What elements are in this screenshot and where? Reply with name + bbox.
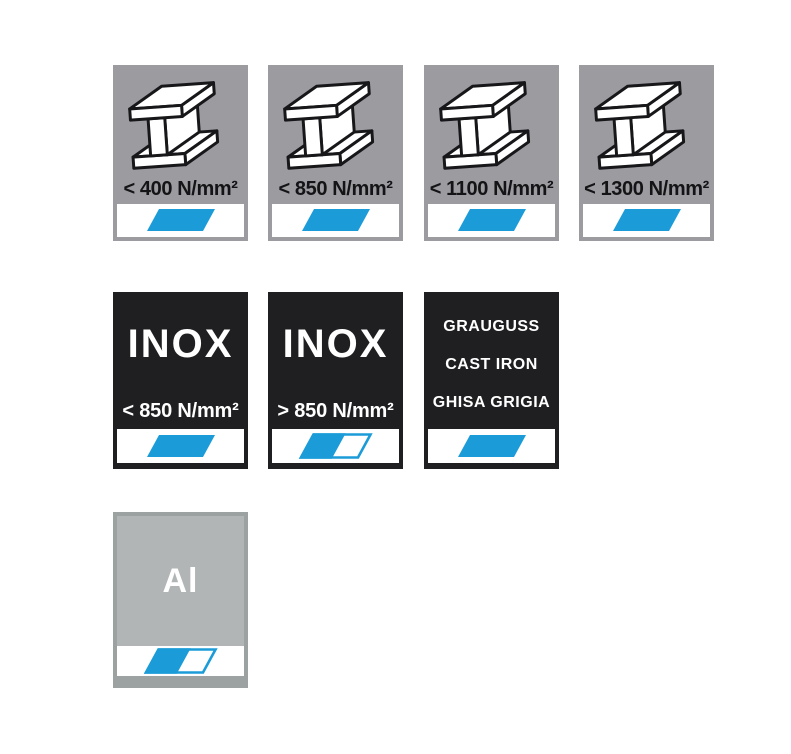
tile-steel-400: < 400 N/mm² [113, 65, 248, 241]
suitability-full-icon [301, 209, 370, 232]
suitability-partial-icon [144, 648, 217, 674]
tensile-strength-label: < 850 N/mm² [278, 177, 393, 200]
tensile-strength-label: < 850 N/mm² [122, 400, 239, 422]
suitability-strip [428, 429, 555, 463]
tile-inox-lt-850: INOX < 850 N/mm² [113, 292, 248, 469]
tensile-strength-label: < 400 N/mm² [123, 177, 238, 200]
suitability-strip [583, 203, 710, 237]
suitability-full-icon [457, 435, 526, 457]
ibeam-icon [268, 65, 403, 178]
tensile-strength-label: < 1300 N/mm² [584, 177, 709, 200]
cast-iron-labels: GRAUGUSS CAST IRON GHISA GRIGIA [424, 292, 559, 422]
ibeam-icon [113, 65, 248, 178]
aluminium-body: Al [117, 516, 244, 646]
suitability-full-icon [612, 209, 681, 232]
tile-steel-1300: < 1300 N/mm² [579, 65, 714, 241]
cast-iron-label-en: CAST IRON [445, 356, 538, 373]
suitability-strip [428, 203, 555, 237]
suitability-full-icon [457, 209, 526, 232]
tile-inox-gt-850: INOX > 850 N/mm² [268, 292, 403, 469]
inox-title: INOX [282, 322, 389, 366]
cast-iron-label-de: GRAUGUSS [443, 318, 540, 335]
ibeam-icon [579, 65, 714, 178]
ibeam-icon [424, 65, 559, 178]
suitability-strip [117, 203, 244, 237]
suitability-strip [272, 203, 399, 237]
suitability-strip [272, 429, 399, 463]
tile-steel-1100: < 1100 N/mm² [424, 65, 559, 241]
tile-steel-850: < 850 N/mm² [268, 65, 403, 241]
tile-aluminium: Al [113, 512, 248, 688]
cast-iron-label-it: GHISA GRIGIA [432, 394, 551, 411]
suitability-partial-icon [299, 433, 372, 459]
tensile-strength-label: < 1100 N/mm² [429, 177, 554, 200]
suitability-strip [117, 429, 244, 463]
tensile-strength-label: > 850 N/mm² [277, 400, 394, 422]
suitability-full-icon [146, 435, 215, 457]
suitability-strip [117, 646, 244, 676]
inox-title: INOX [127, 322, 234, 366]
suitability-full-icon [146, 209, 215, 232]
aluminium-symbol: Al [162, 561, 199, 600]
tile-cast-iron: GRAUGUSS CAST IRON GHISA GRIGIA [424, 292, 559, 469]
